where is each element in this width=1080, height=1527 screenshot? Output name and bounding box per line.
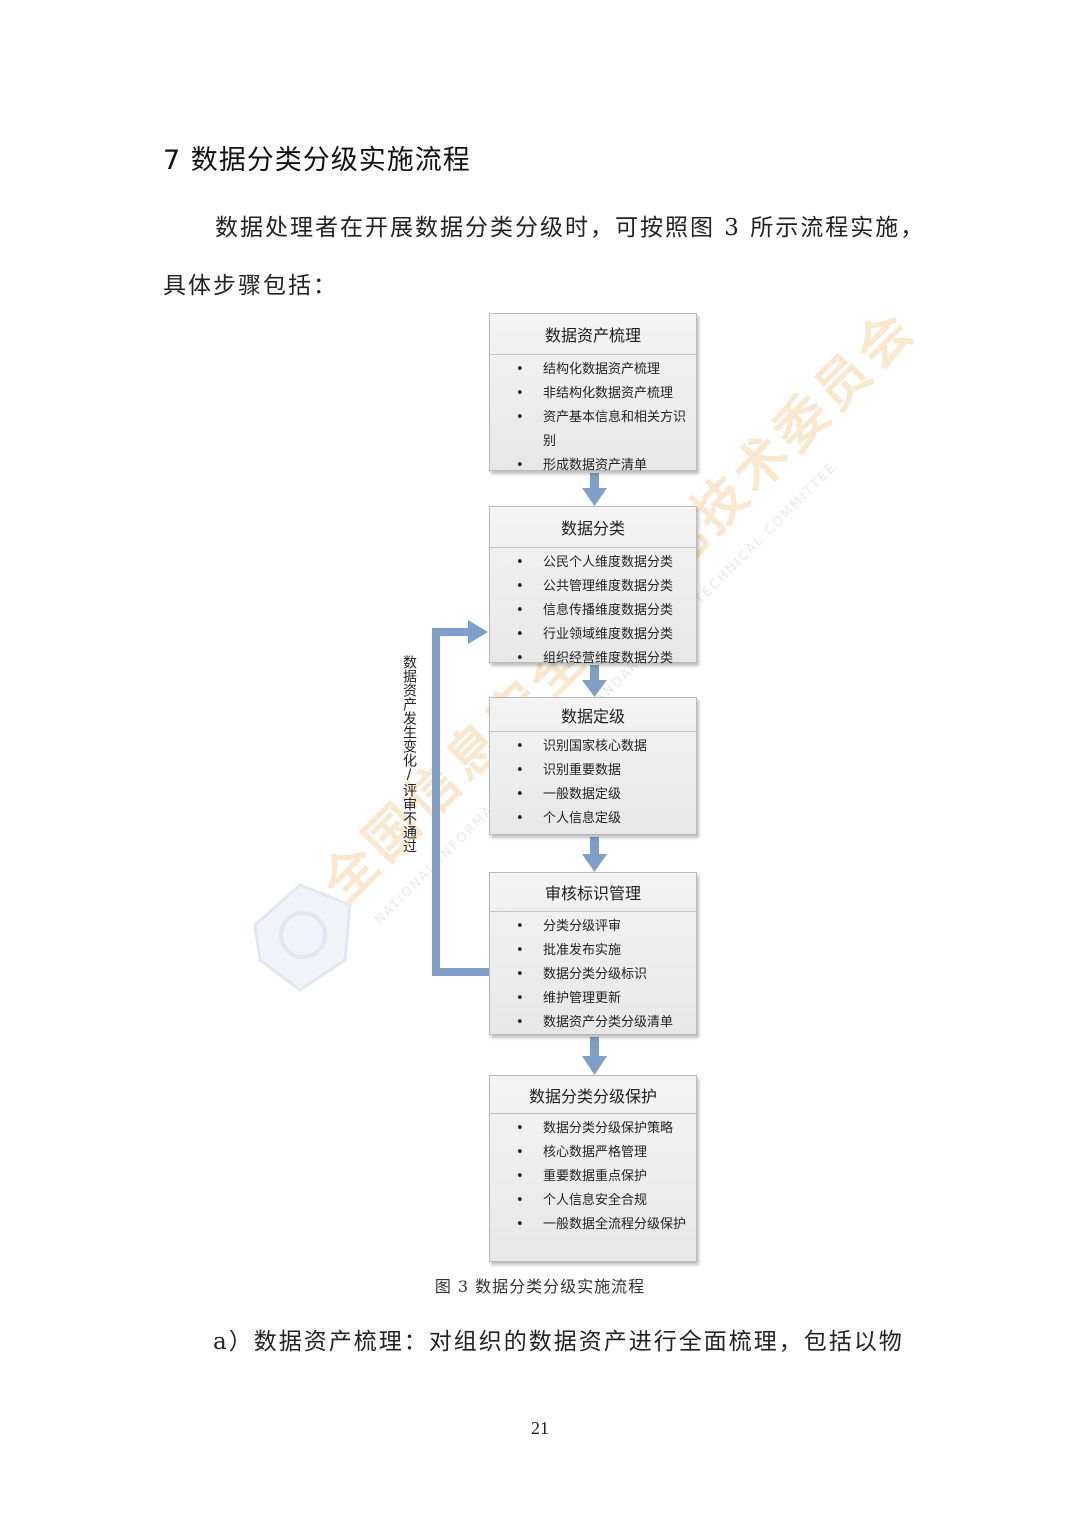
flow-step-item: 结构化数据资产梳理 [490, 358, 696, 382]
flow-step-item: 识别重要数据 [490, 759, 696, 783]
flow-step-item: 资产基本信息和相关方识别 [490, 406, 696, 454]
flow-step-item: 数据分类分级标识 [490, 963, 696, 987]
flow-step-item: 批准发布实施 [490, 939, 696, 963]
flow-step-item: 形成数据资产清单 [490, 454, 696, 478]
flow-step-item: 非结构化数据资产梳理 [490, 382, 696, 406]
flow-step-item: 公共管理维度数据分类 [490, 575, 696, 599]
feedback-line-bottom [432, 968, 492, 976]
flow-step-item: 分类分级评审 [490, 915, 696, 939]
flow-step-review-labeling: 审核标识管理 分类分级评审 批准发布实施 数据分类分级标识 维护管理更新 数据资… [489, 872, 697, 1035]
feedback-line-top [432, 628, 470, 636]
flow-step-item: 维护管理更新 [490, 987, 696, 1011]
arrow-shaft-1 [590, 473, 599, 490]
flow-step-title: 数据资产梳理 [490, 314, 696, 355]
flow-step-items: 数据分类分级保护策略 核心数据严格管理 重要数据重点保护 个人信息安全合规 一般… [490, 1114, 696, 1237]
flow-step-item: 一般数据定级 [490, 783, 696, 807]
list-item-a: a）数据资产梳理：对组织的数据资产进行全面梳理，包括以物 [213, 1329, 904, 1355]
feedback-loop-label: 数据资产发生变化/评审不通过 [401, 655, 417, 853]
flow-step-title: 数据分类分级保护 [490, 1076, 696, 1114]
flow-step-item: 公民个人维度数据分类 [490, 551, 696, 575]
flow-step-item: 核心数据严格管理 [490, 1141, 696, 1165]
flow-step-asset-inventory: 数据资产梳理 结构化数据资产梳理 非结构化数据资产梳理 资产基本信息和相关方识别… [489, 313, 697, 478]
flow-step-classification: 数据分类 公民个人维度数据分类 公共管理维度数据分类 信息传播维度数据分类 行业… [489, 506, 697, 671]
arrow-head-4 [582, 1056, 607, 1075]
flow-step-items: 分类分级评审 批准发布实施 数据分类分级标识 维护管理更新 数据资产分类分级清单 [490, 912, 696, 1035]
page-number: 21 [531, 1418, 549, 1438]
flow-step-title: 审核标识管理 [490, 873, 696, 912]
feedback-arrow-head [468, 620, 488, 644]
intro-paragraph-line2: 具体步骤包括： [163, 273, 338, 299]
flow-step-item: 一般数据全流程分级保护 [490, 1213, 696, 1237]
flow-step-items: 识别国家核心数据 识别重要数据 一般数据定级 个人信息定级 [490, 732, 696, 831]
flow-step-item: 数据分类分级保护策略 [490, 1117, 696, 1141]
arrow-head-3 [582, 854, 607, 872]
section-heading: 7 数据分类分级实施流程 [163, 145, 471, 176]
arrow-shaft-4 [590, 1037, 599, 1057]
flow-step-item: 数据资产分类分级清单 [490, 1011, 696, 1035]
flow-step-item: 信息传播维度数据分类 [490, 599, 696, 623]
flow-step-item: 组织经营维度数据分类 [490, 647, 696, 671]
figure-caption: 图 3 数据分类分级实施流程 [434, 1277, 646, 1296]
arrow-head-1 [582, 488, 607, 506]
flow-step-title: 数据定级 [490, 698, 696, 732]
flow-step-item: 个人信息安全合规 [490, 1189, 696, 1213]
flow-step-item: 重要数据重点保护 [490, 1165, 696, 1189]
arrow-head-2 [582, 680, 607, 697]
flow-step-item: 识别国家核心数据 [490, 735, 696, 759]
arrow-shaft-2 [590, 665, 599, 681]
flow-step-item: 个人信息定级 [490, 807, 696, 831]
flow-step-item: 行业领域维度数据分类 [490, 623, 696, 647]
flow-step-title: 数据分类 [490, 507, 696, 548]
flow-step-grading: 数据定级 识别国家核心数据 识别重要数据 一般数据定级 个人信息定级 [489, 697, 697, 835]
flow-step-items: 公民个人维度数据分类 公共管理维度数据分类 信息传播维度数据分类 行业领域维度数… [490, 548, 696, 671]
arrow-shaft-3 [590, 837, 599, 855]
intro-paragraph-line1: 数据处理者在开展数据分类分级时，可按照图 3 所示流程实施， [215, 215, 926, 241]
feedback-line-vertical [432, 628, 440, 976]
flow-step-items: 结构化数据资产梳理 非结构化数据资产梳理 资产基本信息和相关方识别 形成数据资产… [490, 355, 696, 478]
flow-step-protection: 数据分类分级保护 数据分类分级保护策略 核心数据严格管理 重要数据重点保护 个人… [489, 1075, 697, 1262]
